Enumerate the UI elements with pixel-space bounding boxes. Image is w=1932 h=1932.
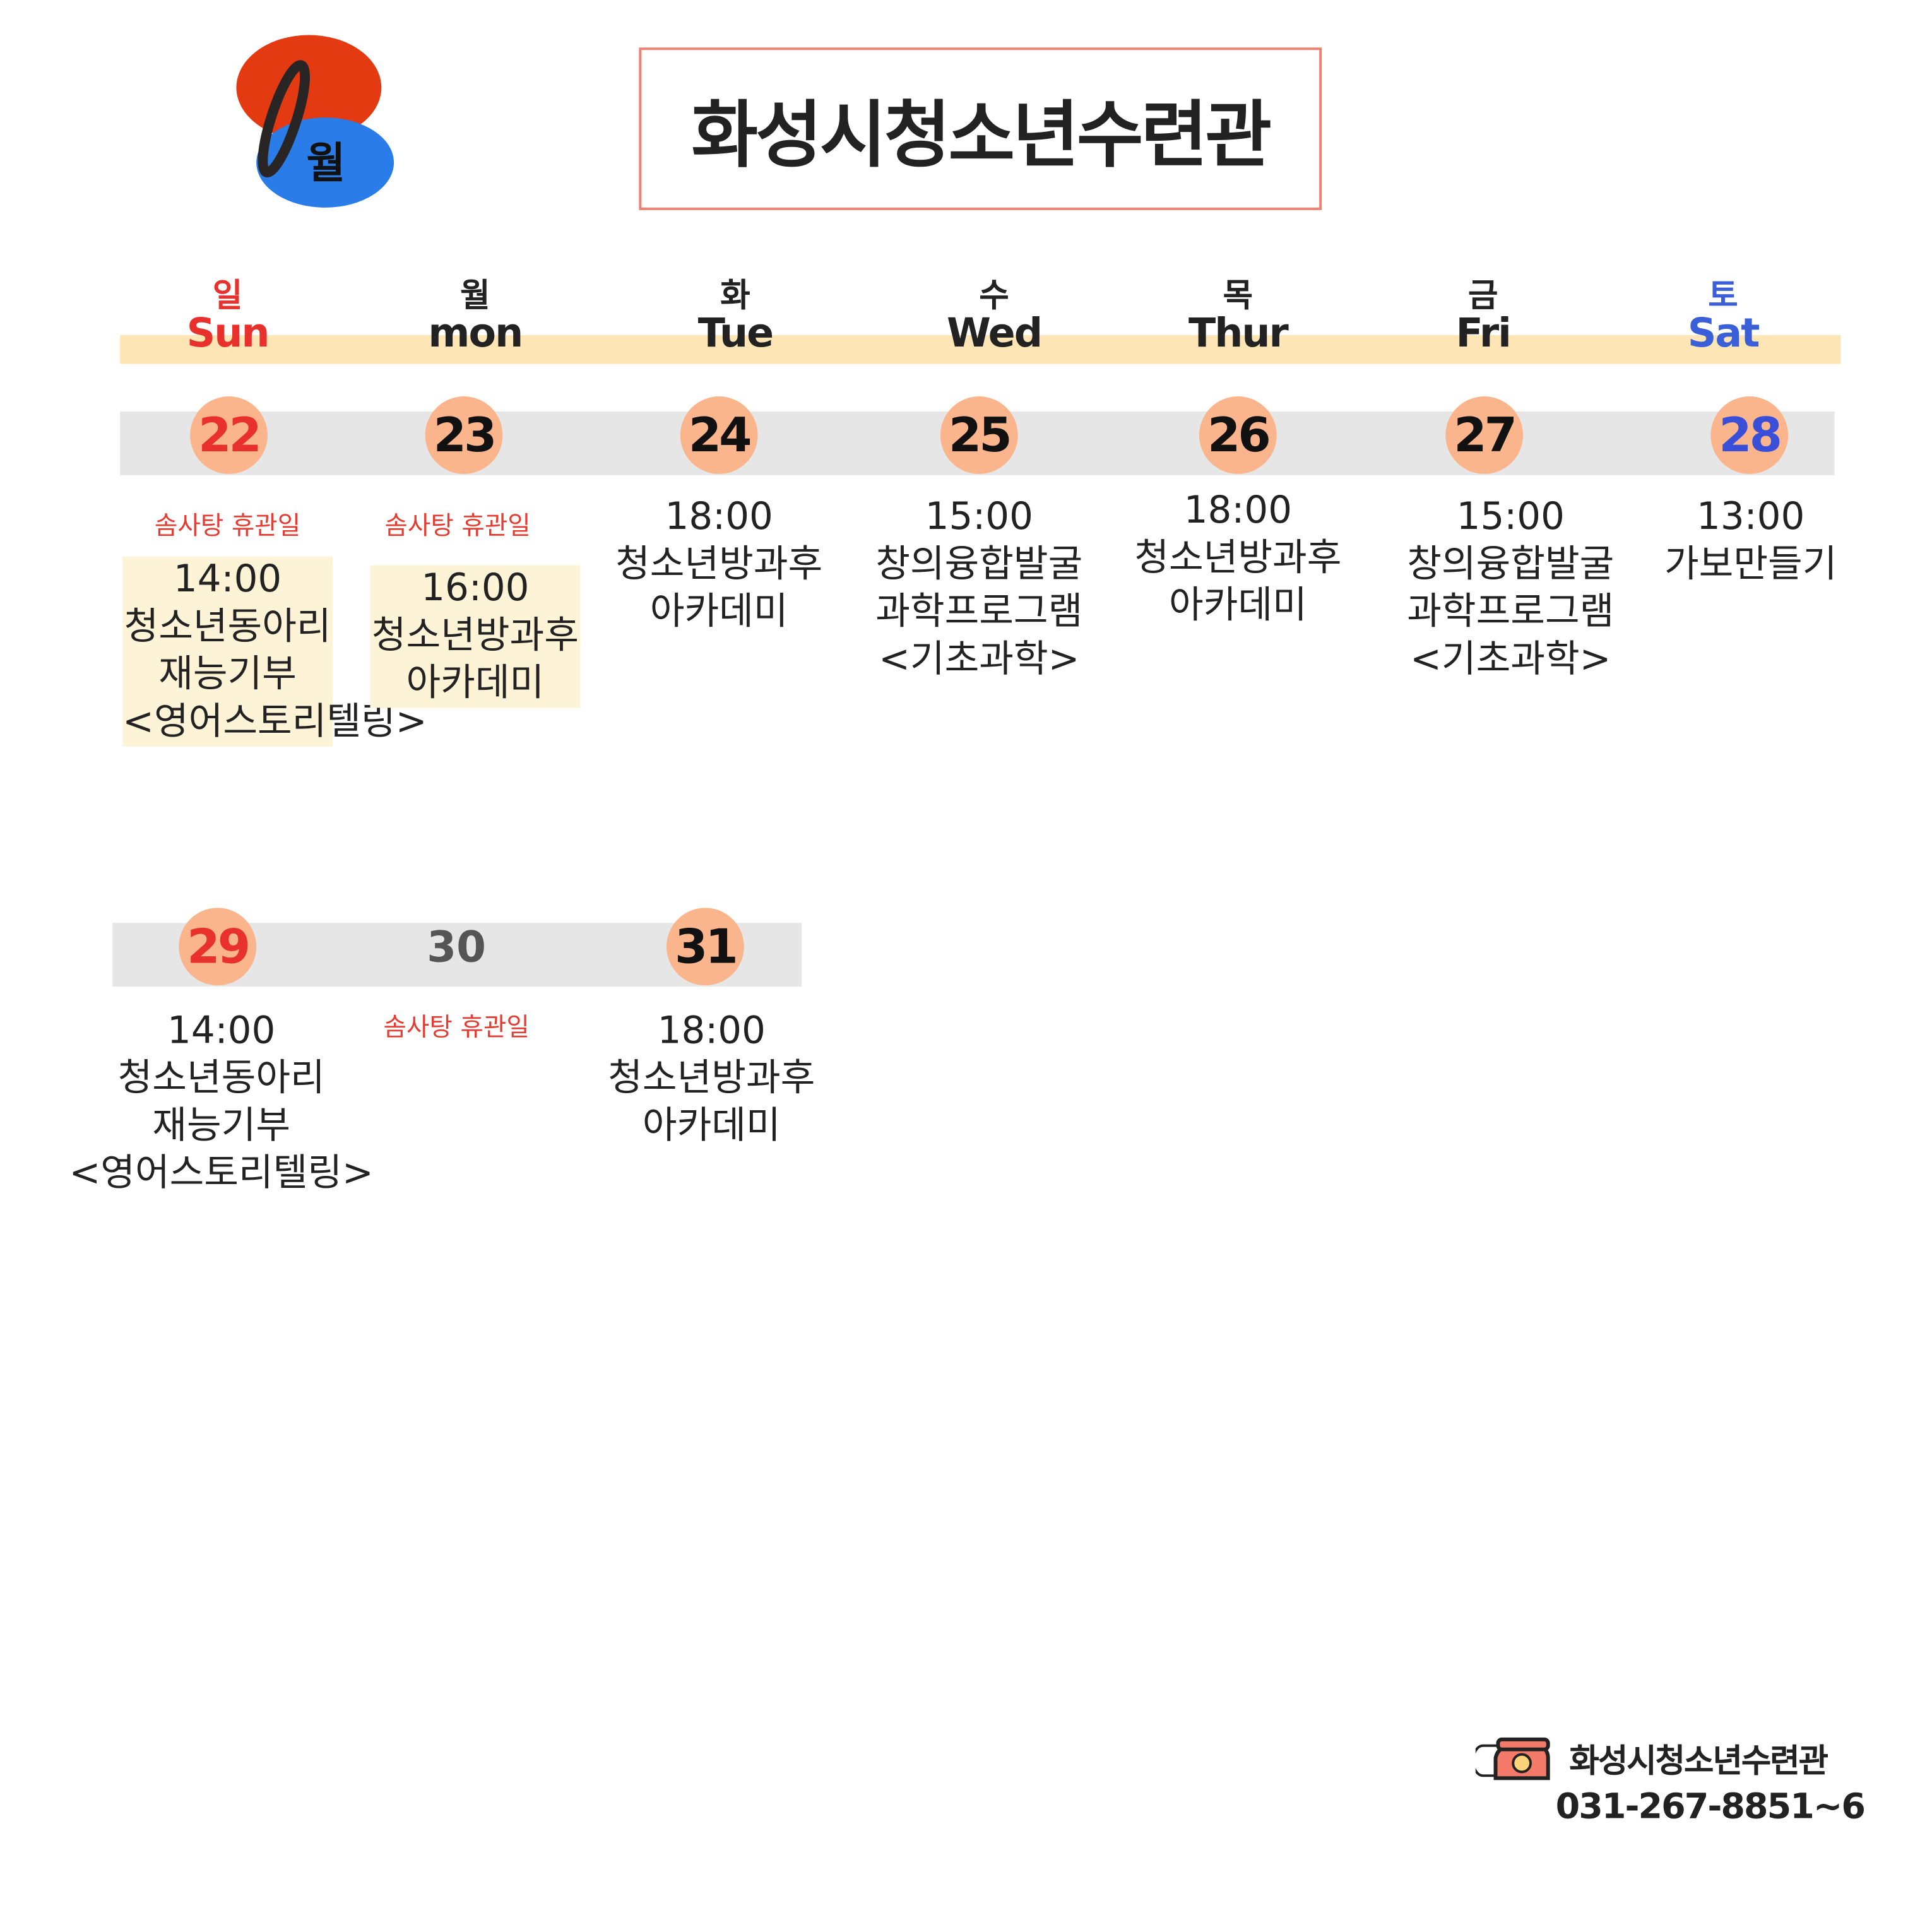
event-time: 18:00 [1183, 489, 1293, 533]
event-title-line: <기초과학> [879, 637, 1080, 682]
event-title-line: <영어스토리텔링> [122, 700, 427, 744]
weekday-ko: 수 [979, 277, 1009, 316]
weekday-en: Fri [1455, 309, 1512, 357]
weekday-ko: 일 [212, 277, 243, 316]
event-title-line: 과학프로그램 [1407, 590, 1615, 634]
event-title-line: 청소년동아리 [117, 1057, 325, 1101]
month-logo: 월 [232, 32, 400, 213]
weekday-wed: 수 Wed [894, 280, 1094, 353]
event-title-line: 과학프로그램 [875, 590, 1083, 634]
date-circle-23: 23 [425, 396, 503, 474]
closed-notice: 솜사탕 휴관일 [383, 1011, 530, 1042]
weekday-ko: 금 [1467, 277, 1498, 316]
page-title: 화성시청소년수련관 [691, 92, 1272, 178]
weekday-ko: 목 [1223, 277, 1253, 316]
event-time: 15:00 [925, 495, 1033, 539]
weekday-tue: 화 Tue [635, 280, 835, 353]
event-title-line: 청소년방과후 [608, 1057, 815, 1101]
weekday-en: Wed [946, 309, 1043, 357]
event-title-line: <영어스토리텔링> [69, 1151, 374, 1196]
event-time: 18:00 [665, 495, 773, 539]
event-time: 18:00 [657, 1009, 766, 1053]
month-brush-icon [236, 35, 394, 208]
weekday-mon: 월 mon [375, 280, 575, 353]
event-title-line: 창의융합발굴 [875, 542, 1083, 587]
event-title-line: 아카데미 [642, 1104, 781, 1148]
event-title-line: 아카데미 [1169, 584, 1307, 628]
telephone-icon [1471, 1736, 1553, 1781]
weekday-fri: 금 Fri [1383, 280, 1583, 353]
event-title-line: <기초과학> [1410, 637, 1611, 682]
weekday-bar [120, 335, 1841, 364]
weekday-ko: 토 [1708, 277, 1738, 316]
weekday-thur: 목 Thur [1138, 280, 1338, 353]
event-title-line: 청소년방과후 [371, 613, 579, 658]
event-title-line: 청소년방과후 [1134, 536, 1342, 581]
date-circle-24: 24 [680, 396, 758, 474]
date-circle-28: 28 [1710, 396, 1789, 474]
weekday-ko: 화 [720, 277, 750, 316]
event-time: 16:00 [421, 566, 530, 610]
date-circle-26: 26 [1199, 396, 1277, 474]
event-title-line: 가보만들기 [1664, 542, 1837, 587]
weekday-en: Sat [1687, 309, 1760, 357]
date-circle-27: 27 [1445, 396, 1524, 474]
weekday-sun: 일 Sun [127, 280, 328, 353]
event-time: 14:00 [167, 1009, 276, 1053]
event-time: 13:00 [1697, 495, 1805, 539]
title-box: 화성시청소년수련관 [639, 47, 1322, 210]
date-circle-25: 25 [940, 396, 1018, 474]
date-circle-29: 29 [179, 908, 257, 986]
date-30: 30 [427, 923, 487, 973]
weekday-en: Tue [697, 309, 774, 357]
event-time: 15:00 [1456, 495, 1565, 539]
footer-org-name: 화성시청소년수련관 [1569, 1743, 1828, 1781]
weekday-en: Thur [1188, 309, 1289, 357]
event-title-line: 아카데미 [649, 590, 788, 634]
event-title-line: 아카데미 [406, 661, 545, 706]
event-time: 14:00 [173, 557, 282, 602]
closed-notice: 솜사탕 휴관일 [154, 510, 301, 540]
event-title-line: 청소년방과후 [615, 542, 823, 587]
event-title-line: 청소년동아리 [124, 605, 331, 649]
event-title-line: 재능기부 [152, 1104, 291, 1148]
footer-phone-number: 031-267-8851~6 [1555, 1786, 1866, 1827]
month-label: 월 [306, 138, 346, 189]
weekday-sat: 토 Sat [1623, 280, 1823, 353]
event-title-line: 재능기부 [158, 653, 297, 697]
date-circle-22: 22 [190, 396, 268, 474]
closed-notice: 솜사탕 휴관일 [384, 510, 531, 540]
event-title-line: 창의융합발굴 [1407, 542, 1615, 587]
weekday-en: mon [428, 309, 523, 357]
weekday-ko: 월 [460, 277, 490, 316]
date-circle-31: 31 [666, 908, 744, 986]
weekday-en: Sun [186, 309, 270, 357]
